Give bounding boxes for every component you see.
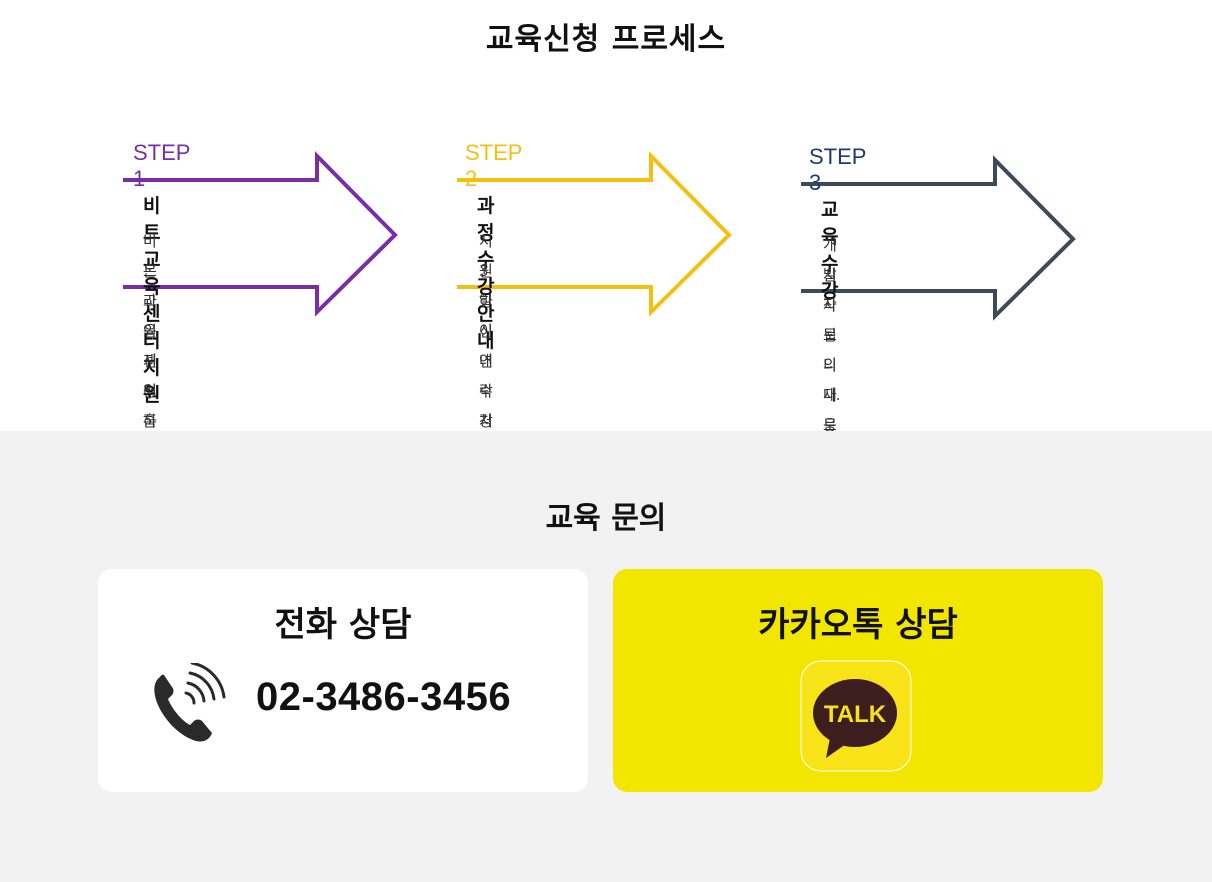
process-section: 교육신청 프로세스 STEP 1 비트교육센터 지원 비트교육센터 홈페이지에서… [0,0,1212,580]
kakao-consult-title: 카카오톡 상담 [758,605,958,645]
step-2-arrow [457,151,732,317]
phone-icon [154,663,226,742]
step-3-arrow [801,155,1076,321]
step-3-heading: 교육 수강 [821,199,839,302]
step-2-label: STEP 2 [465,140,523,191]
step-1-label: STEP 1 [133,140,191,191]
process-title: 교육신청 프로세스 [485,22,727,57]
step-3-label: STEP 3 [809,144,867,195]
kakaotalk-icon-text: TALK [824,701,887,728]
phone-number[interactable]: 02-3486-3456 [256,675,512,719]
step-1-arrow [123,151,398,317]
inquiry-section: 교육 문의 전화 상담 02-3486-3456 카카오톡 상담 TALK [0,431,1212,882]
step-2-heading: 과정 수강 안내 [477,195,495,352]
phone-consult-card[interactable]: 전화 상담 02-3486-3456 [98,569,588,792]
phone-consult-title: 전화 상담 [274,605,412,645]
inquiry-title: 교육 문의 [545,501,667,536]
kakaotalk-icon[interactable]: TALK [800,660,912,772]
kakao-consult-card[interactable]: 카카오톡 상담 TALK [613,569,1103,792]
step-1-heading: 비트교육센터 지원 [143,195,161,406]
